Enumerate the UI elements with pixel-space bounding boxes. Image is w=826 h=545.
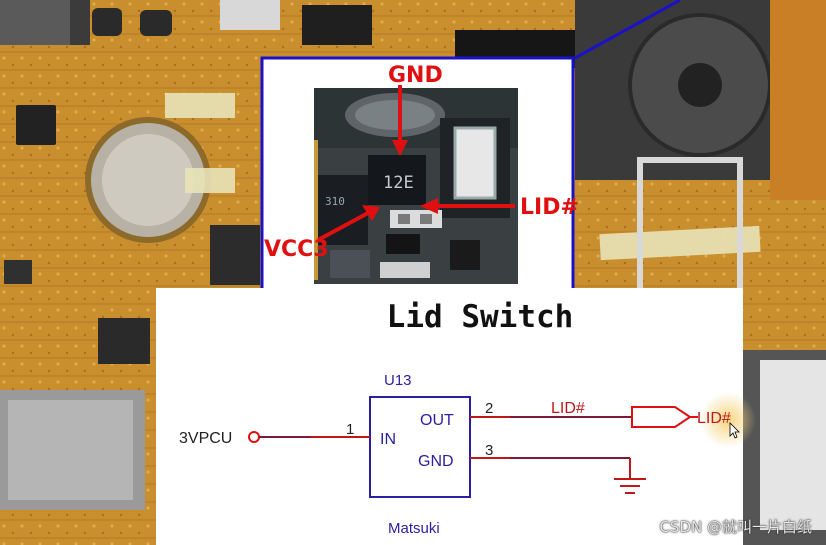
output-port-label: LID# xyxy=(697,410,731,427)
chip-marking: 12E xyxy=(383,173,414,193)
input-net-label: 3VPCU xyxy=(179,430,232,447)
u13-part: Matsuki xyxy=(388,520,440,537)
chip-marking-side: 310 xyxy=(325,195,345,208)
u13-ref: U13 xyxy=(384,372,412,389)
lid-arrow-head xyxy=(420,198,438,214)
callout-arrows xyxy=(317,85,515,242)
ground-symbol-icon xyxy=(614,478,646,494)
gnd-arrow-head xyxy=(392,140,408,156)
output-port-symbol xyxy=(631,406,692,428)
u13-body xyxy=(369,396,471,498)
vcc-arrow xyxy=(317,211,369,242)
schematic-sheet xyxy=(156,288,743,545)
schematic-title: Lid Switch xyxy=(387,299,574,335)
pin-in-number: 1 xyxy=(346,421,354,438)
cursor-highlight xyxy=(700,392,756,448)
zoom-pointer-line xyxy=(574,0,681,60)
pin-out-number: 2 xyxy=(485,400,493,417)
pin-gnd-number: 3 xyxy=(485,442,493,459)
schematic-panel: Lid Switch U13 Matsuki IN OUT GND 3VPCU … xyxy=(156,288,756,545)
zoom-inset: 12E 310 GND LID# VCC3 xyxy=(260,56,579,295)
inset-photo: 12E 310 xyxy=(314,88,518,284)
mouse-cursor-icon xyxy=(729,422,740,439)
pin-in-name: IN xyxy=(380,431,396,448)
pin-gnd-name: GND xyxy=(418,453,454,470)
inset-label-vcc: VCC3 xyxy=(264,237,329,262)
watermark: CSDN @就叫一片白纸 xyxy=(659,518,812,536)
vcc-arrow-head xyxy=(362,205,380,221)
pin-out-name: OUT xyxy=(420,412,454,429)
inset-label-gnd: GND xyxy=(388,63,443,88)
net-label-lid: LID# xyxy=(551,400,585,417)
inset-label-lid: LID# xyxy=(520,195,579,220)
